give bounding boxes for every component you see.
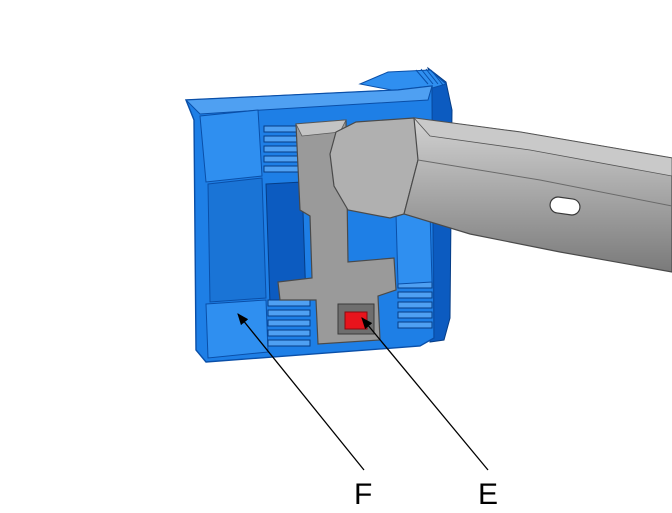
bracket-slot-hole <box>549 196 581 216</box>
callout-label-f: F <box>354 478 372 511</box>
mounting-bracket <box>277 117 672 345</box>
lower-left-terminal-fins <box>267 299 311 347</box>
connector-top-edge <box>184 85 433 115</box>
lower-right-terminal-fins <box>397 281 433 329</box>
callout-label-e: E <box>478 478 498 511</box>
grip-ridges <box>415 68 444 86</box>
bracket-arm-flange <box>412 117 672 177</box>
left-middle-panel <box>207 177 267 303</box>
bracket-arm-ridge <box>417 159 672 207</box>
right-inner-wall <box>395 211 433 285</box>
left-lower-panel <box>205 299 269 359</box>
bracket-clip-plate <box>277 119 397 345</box>
leader-line-e <box>361 317 489 471</box>
leader-line-f <box>237 313 365 471</box>
left-upper-panel <box>199 109 263 183</box>
